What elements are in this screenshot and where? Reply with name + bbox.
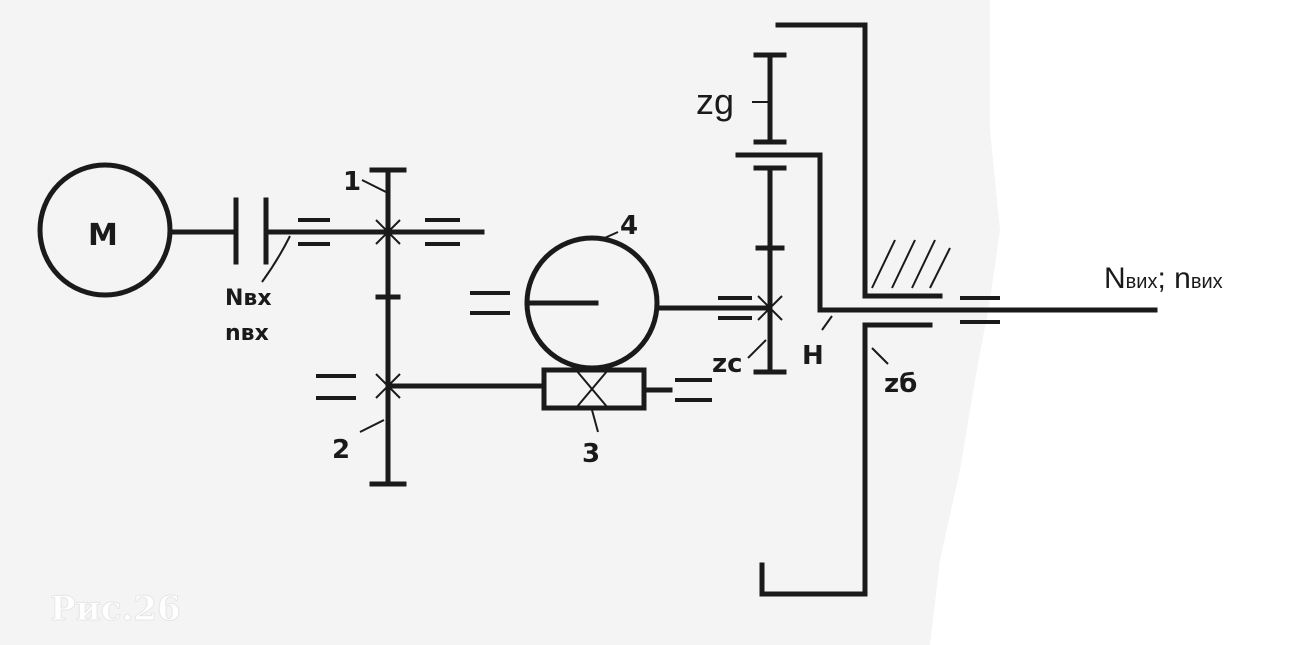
- output-label: Nвих; nвих: [1104, 262, 1223, 295]
- zb-label: zб: [884, 369, 917, 399]
- worm-3-diag-b: [575, 369, 609, 409]
- input-label-bottom: nвх: [225, 321, 269, 346]
- central-gear-zb: [759, 322, 868, 597]
- gear-1-cross: [375, 219, 401, 245]
- output-label-sep: ; n: [1157, 262, 1190, 295]
- zg-label: zg: [696, 81, 734, 122]
- paper-right-region: [930, 0, 1311, 645]
- ring-gear-frame: [775, 22, 868, 299]
- output-label-n-sub: вих: [1126, 271, 1158, 293]
- fixed-support-hatch: [871, 239, 951, 289]
- output-label-n: N: [1104, 262, 1126, 295]
- worm-wheel-4-leader: [599, 231, 619, 241]
- worm-wheel-4-label: 4: [620, 211, 638, 241]
- zc-leader: [747, 339, 767, 359]
- gear-1-leader: [361, 179, 387, 193]
- motor-label: M: [88, 218, 118, 253]
- worm-3-leader: [591, 409, 599, 433]
- input-label-top: Nвх: [225, 286, 272, 311]
- gear-2-leader: [359, 419, 385, 433]
- output-label-n2-sub: вих: [1191, 271, 1223, 293]
- carrier-h-label: H: [802, 341, 824, 371]
- gear-2-label: 2: [332, 435, 350, 465]
- figure-caption: Рис.26: [50, 589, 181, 629]
- worm-3-box: [541, 367, 647, 411]
- carrier-h-leader: [821, 315, 833, 331]
- worm-3-label: 3: [582, 439, 600, 469]
- zc-cross: [757, 295, 783, 321]
- gear-1-label: 1: [343, 167, 361, 197]
- zb-leader: [871, 347, 889, 365]
- zc-label: zc: [712, 349, 743, 379]
- input-label-leader: [261, 235, 291, 283]
